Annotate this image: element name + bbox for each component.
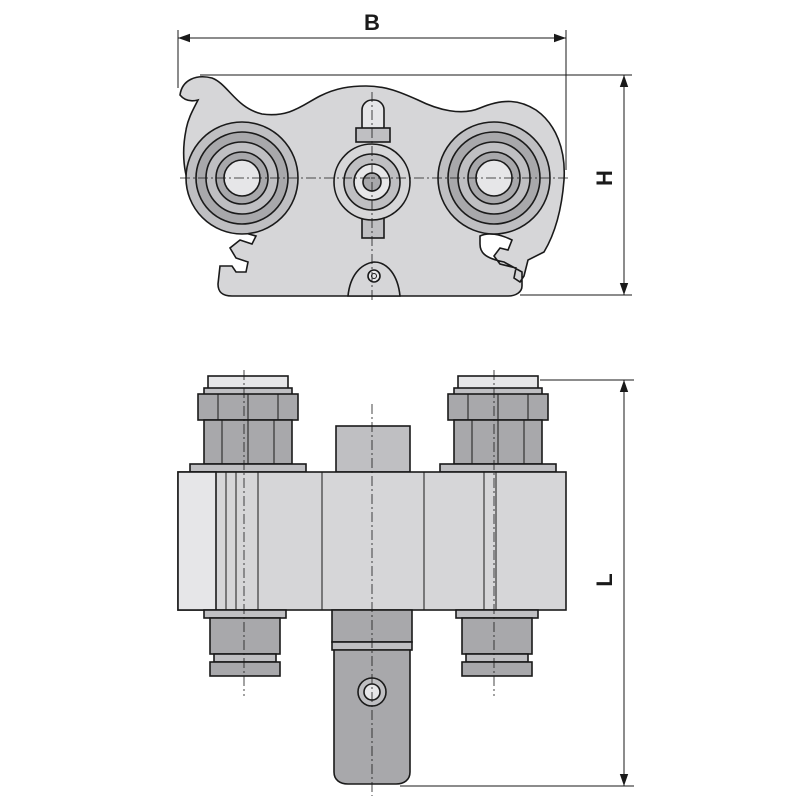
front-view-left-nut <box>189 375 307 473</box>
front-view-right-stub <box>455 609 539 677</box>
dimension-b-label: B <box>364 10 380 35</box>
dimension-h: H <box>200 74 632 296</box>
top-view-mount-hole <box>367 269 381 283</box>
top-view <box>179 76 568 300</box>
dimension-b: B <box>177 10 567 170</box>
dimension-l: L <box>400 379 634 787</box>
front-view-top-pin <box>335 425 411 473</box>
dimension-h-label: H <box>592 170 617 186</box>
front-view-right-nut <box>439 375 557 473</box>
dimension-l-label: L <box>592 573 617 586</box>
front-view <box>177 370 567 796</box>
front-view-left-stub <box>203 609 287 677</box>
